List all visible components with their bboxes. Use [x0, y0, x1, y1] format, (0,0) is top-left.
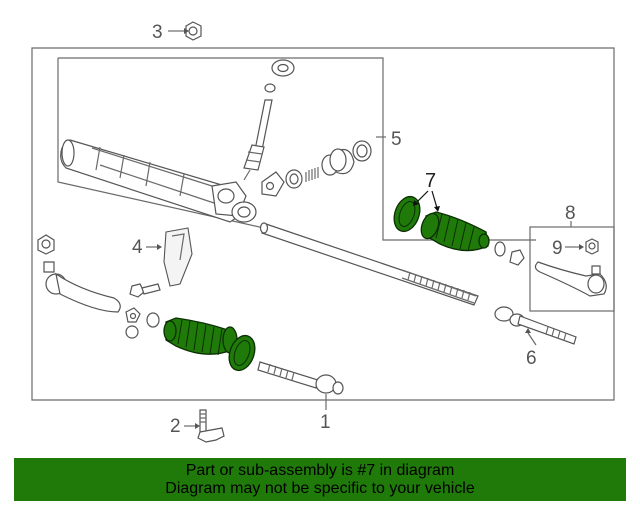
inner-tie-rod-right — [494, 306, 577, 345]
nut-3 — [185, 21, 202, 41]
nut-9 — [585, 238, 599, 255]
callout-2: 2 — [170, 416, 181, 437]
info-banner: Part or sub-assembly is #7 in diagram Di… — [14, 458, 626, 501]
banner-line-1: Part or sub-assembly is #7 in diagram — [185, 462, 455, 479]
rack-bar — [259, 222, 479, 306]
nut-left — [37, 234, 55, 255]
housing-subframe — [58, 57, 536, 241]
boot-left-highlighted — [163, 317, 256, 372]
callout-7: 7 — [425, 170, 436, 192]
outer-frame — [31, 47, 615, 401]
callout-6: 6 — [526, 348, 537, 369]
callout-4: 4 — [132, 237, 143, 258]
right-clamp — [494, 241, 525, 266]
callout-1: 1 — [320, 412, 331, 433]
pinion-shaft — [243, 59, 295, 181]
housing-subframe-lower — [57, 58, 265, 229]
callout-3: 3 — [152, 22, 163, 43]
banner-line-2: Diagram may not be specific to your vehi… — [165, 480, 475, 497]
boot-right-highlighted — [393, 195, 490, 252]
tie-rod-end-right — [534, 261, 607, 297]
left-clamp — [125, 307, 160, 339]
tie-rod-end-box — [529, 226, 615, 312]
callout-8: 8 — [565, 203, 576, 224]
bolt-2 — [197, 409, 225, 443]
steering-gear-housing — [60, 139, 257, 223]
callout-5: 5 — [391, 129, 402, 150]
callout-9: 9 — [552, 238, 563, 259]
adjuster-parts — [261, 140, 372, 197]
bracket-4 — [163, 227, 193, 287]
tie-rod-end-left — [43, 261, 121, 313]
bolt-left — [129, 283, 161, 298]
inner-tie-rod-left — [257, 361, 344, 395]
